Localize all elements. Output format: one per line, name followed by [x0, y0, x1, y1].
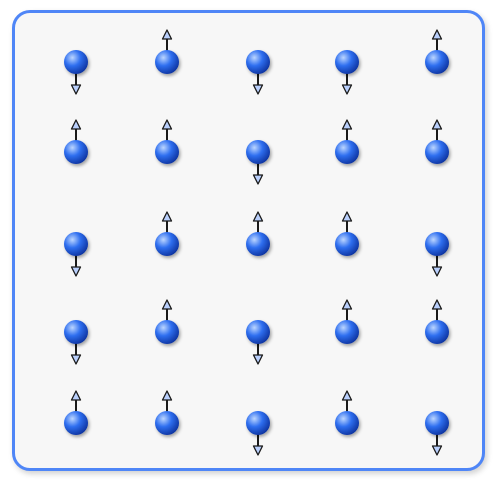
spin-sphere-icon [155, 320, 179, 344]
spin-sphere-icon [335, 50, 359, 74]
site-r5-c1 [64, 391, 88, 435]
spin-sphere-icon [155, 50, 179, 74]
spin-sphere-icon [425, 140, 449, 164]
spin-up-arrow-icon [343, 212, 352, 234]
site-r5-c4 [335, 391, 359, 435]
site-r2-c5 [425, 120, 449, 164]
spin-sphere-icon [155, 140, 179, 164]
spin-up-arrow-icon [72, 120, 81, 142]
site-r1-c3 [246, 50, 270, 94]
spin-sphere-icon [335, 140, 359, 164]
spin-up-arrow-icon [433, 120, 442, 142]
site-r4-c2 [155, 300, 179, 344]
spin-up-arrow-icon [343, 300, 352, 322]
site-r4-c1 [64, 320, 88, 364]
spin-down-arrow-icon [72, 72, 81, 94]
site-r2-c4 [335, 120, 359, 164]
spin-sphere-icon [335, 232, 359, 256]
spin-up-arrow-icon [72, 391, 81, 413]
spin-sphere-icon [64, 320, 88, 344]
spin-down-arrow-icon [254, 433, 263, 455]
spin-sphere-icon [64, 232, 88, 256]
site-r3-c1 [64, 232, 88, 276]
site-r1-c4 [335, 50, 359, 94]
site-r3-c5 [425, 232, 449, 276]
spin-down-arrow-icon [433, 254, 442, 276]
spin-sphere-icon [246, 411, 270, 435]
spin-sphere-icon [425, 50, 449, 74]
spin-sphere-icon [246, 50, 270, 74]
spin-sphere-icon [246, 140, 270, 164]
spin-sphere-icon [246, 232, 270, 256]
spin-up-arrow-icon [433, 30, 442, 52]
spin-up-arrow-icon [343, 391, 352, 413]
site-r2-c1 [64, 120, 88, 164]
spin-down-arrow-icon [72, 342, 81, 364]
spin-sphere-icon [425, 411, 449, 435]
spin-up-arrow-icon [163, 30, 172, 52]
site-r1-c1 [64, 50, 88, 94]
site-r4-c3 [246, 320, 270, 364]
spin-down-arrow-icon [254, 162, 263, 184]
spin-sphere-icon [155, 232, 179, 256]
site-r2-c3 [246, 140, 270, 184]
spin-sphere-icon [246, 320, 270, 344]
spin-up-arrow-icon [163, 212, 172, 234]
spin-down-arrow-icon [433, 433, 442, 455]
site-r5-c2 [155, 391, 179, 435]
site-r4-c5 [425, 300, 449, 344]
spin-up-arrow-icon [163, 120, 172, 142]
spin-sphere-icon [155, 411, 179, 435]
spin-up-arrow-icon [343, 120, 352, 142]
site-r3-c3 [246, 212, 270, 256]
spin-sphere-icon [64, 140, 88, 164]
spin-sphere-icon [425, 232, 449, 256]
spin-down-arrow-icon [254, 72, 263, 94]
site-r5-c5 [425, 411, 449, 455]
site-r4-c4 [335, 300, 359, 344]
spin-up-arrow-icon [433, 300, 442, 322]
spin-sphere-icon [425, 320, 449, 344]
spin-down-arrow-icon [72, 254, 81, 276]
site-r3-c4 [335, 212, 359, 256]
spin-sphere-icon [64, 50, 88, 74]
site-r2-c2 [155, 120, 179, 164]
spin-sphere-icon [64, 411, 88, 435]
spin-sphere-icon [335, 320, 359, 344]
spin-up-arrow-icon [254, 212, 263, 234]
site-r5-c3 [246, 411, 270, 455]
spin-up-arrow-icon [163, 300, 172, 322]
spin-sphere-icon [335, 411, 359, 435]
spin-up-arrow-icon [163, 391, 172, 413]
site-r1-c5 [425, 30, 449, 74]
site-r3-c2 [155, 212, 179, 256]
spin-down-arrow-icon [343, 72, 352, 94]
spin-down-arrow-icon [254, 342, 263, 364]
site-r1-c2 [155, 30, 179, 74]
